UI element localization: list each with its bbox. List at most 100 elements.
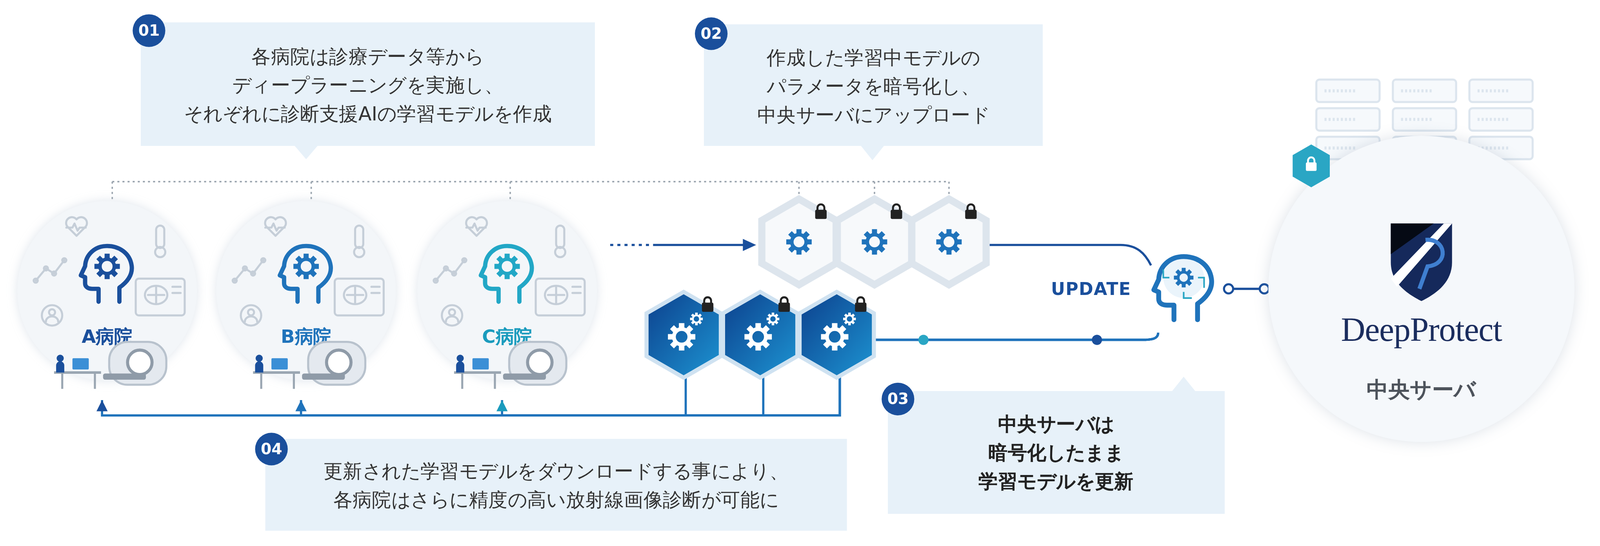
drawing-line bbox=[873, 181, 876, 200]
drawing-circle bbox=[1163, 257, 1204, 299]
callout-box: 更新された学習モデルをダウンロードする事により、 各病院はさらに精度の高い放射線… bbox=[265, 438, 848, 531]
drawing-use bbox=[761, 198, 837, 285]
callout-box: 作成した学習中モデルの パラメータを暗号化し、 中央サーバにアップロード bbox=[703, 24, 1043, 146]
callout-number: 02 bbox=[694, 17, 728, 50]
drawing-rect bbox=[1469, 108, 1533, 131]
callout-box: 各病院は診療データ等から ディープラーニングを実施し、 それぞれに診断支援AIの… bbox=[140, 22, 595, 146]
drawing-circle bbox=[1091, 334, 1102, 345]
hospital-node: B病院 bbox=[214, 198, 398, 400]
connector-dot bbox=[1259, 284, 1269, 294]
node-text: C病院 bbox=[415, 325, 599, 348]
drawing-use bbox=[744, 323, 772, 351]
drawing-use bbox=[646, 291, 721, 378]
encrypted-upload-wire bbox=[987, 244, 1151, 266]
wire-dots bbox=[918, 334, 1102, 345]
drawing-path bbox=[1163, 269, 1170, 278]
node-outline bbox=[415, 198, 599, 400]
drawing-use bbox=[1153, 256, 1212, 320]
drawing-use bbox=[799, 291, 874, 378]
drawing-use bbox=[965, 204, 977, 219]
drawing-line bbox=[1324, 146, 1357, 150]
drawing-use bbox=[1173, 267, 1194, 288]
drawing-rect bbox=[1469, 79, 1533, 102]
dotted-leader bbox=[112, 181, 950, 202]
drawing-line bbox=[509, 181, 511, 202]
node-subtext: 中央サーバ bbox=[1268, 376, 1575, 404]
callout-pointers bbox=[293, 144, 1196, 392]
drawing-path bbox=[1183, 291, 1192, 299]
drawing-use bbox=[821, 323, 849, 351]
encrypted-hexagons-download bbox=[646, 291, 875, 378]
node-text: 更新された学習モデルをダウンロードする事により、 各病院はさらに精度の高い放射線… bbox=[275, 456, 837, 514]
drawing-use bbox=[667, 323, 696, 351]
drawing-line bbox=[1477, 118, 1511, 122]
drawing-line bbox=[684, 367, 688, 416]
drawing-line bbox=[761, 367, 765, 416]
hospital-node: C病院 bbox=[415, 198, 599, 400]
drawing-use bbox=[701, 297, 714, 312]
drawing-g bbox=[1163, 269, 1204, 299]
drawing-rect bbox=[1392, 108, 1457, 131]
drawing-line bbox=[1324, 118, 1357, 122]
drawing-line bbox=[798, 181, 800, 200]
node-text: A病院 bbox=[15, 325, 199, 348]
drawing-path bbox=[1198, 277, 1205, 288]
drawing-rect bbox=[1316, 79, 1380, 102]
drawing-polygon bbox=[742, 238, 757, 251]
drawing-use bbox=[936, 229, 962, 255]
drawing-line bbox=[112, 180, 950, 183]
drawing-use bbox=[690, 312, 703, 326]
drawing-line bbox=[1324, 89, 1357, 93]
drawing-circle bbox=[918, 334, 929, 345]
drawing-use bbox=[766, 312, 780, 326]
node-text: 各病院は診療データ等から ディープラーニングを実施し、 それぞれに診断支援AIの… bbox=[150, 41, 585, 128]
hospital-circle bbox=[17, 201, 197, 381]
callout-box: 中央サーバは 暗号化したまま 学習モデルを更新 bbox=[887, 390, 1225, 514]
drawing-use bbox=[1305, 157, 1317, 171]
upload-arrow bbox=[610, 238, 757, 251]
download-wires bbox=[685, 367, 764, 416]
drawing-line bbox=[1401, 118, 1434, 122]
drawing-use bbox=[778, 297, 790, 312]
node-outline bbox=[15, 198, 199, 400]
drawing-polygon bbox=[293, 144, 319, 159]
drawing-use bbox=[890, 204, 902, 219]
drawing-polygon bbox=[1171, 376, 1196, 392]
connector-dot bbox=[1223, 284, 1233, 294]
update-node: UPDATE bbox=[1050, 244, 1225, 333]
drawing-polygon bbox=[860, 144, 885, 160]
node-text: 中央サーバは 暗号化したまま 学習モデルを更新 bbox=[954, 409, 1159, 495]
server-node: DeepProtect 中央サーバ bbox=[1268, 135, 1575, 442]
encrypted-hexagons-upload bbox=[761, 198, 987, 285]
drawing-rect bbox=[1316, 108, 1380, 131]
callout-number: 03 bbox=[881, 382, 915, 416]
drawing-line bbox=[310, 181, 313, 202]
drawing-line bbox=[610, 243, 653, 247]
drawing-use bbox=[854, 297, 867, 312]
node-text: UPDATE bbox=[1050, 278, 1131, 299]
drawing-use bbox=[786, 229, 812, 255]
drawing-use bbox=[837, 198, 912, 285]
drawing-line bbox=[948, 181, 950, 200]
node-text: B病院 bbox=[214, 325, 398, 348]
drawing-use bbox=[843, 312, 856, 326]
drawing-line bbox=[1401, 89, 1434, 93]
drawing-use bbox=[861, 229, 888, 255]
node-outline bbox=[214, 198, 398, 400]
callout-number: 01 bbox=[132, 14, 166, 47]
hospital-node: A病院 bbox=[15, 198, 199, 400]
node-text: 作成した学習中モデルの パラメータを暗号化し、 中央サーバにアップロード bbox=[714, 42, 1033, 129]
hospital-circle bbox=[216, 201, 397, 381]
hospital-circle bbox=[417, 201, 597, 381]
drawing-use bbox=[723, 291, 798, 378]
drawing-use bbox=[815, 204, 827, 219]
node-text: DeepProtect bbox=[1268, 310, 1575, 350]
update-head-icon bbox=[1153, 256, 1212, 320]
drawing-use bbox=[911, 198, 986, 285]
callout-number: 04 bbox=[255, 432, 288, 466]
drawing-line bbox=[111, 181, 113, 202]
connector bbox=[1224, 287, 1269, 291]
drawing-line bbox=[1477, 89, 1511, 93]
drawing-line bbox=[652, 243, 745, 247]
